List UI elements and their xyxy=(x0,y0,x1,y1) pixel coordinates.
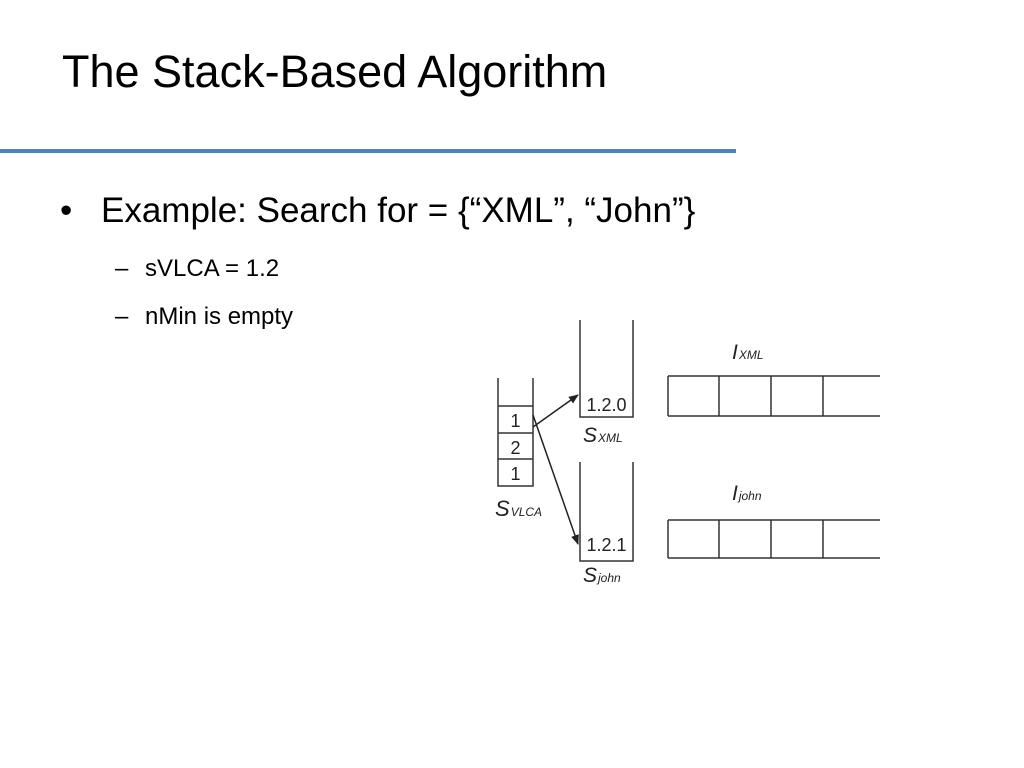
sub-bullet-marker: – xyxy=(115,255,129,282)
sjohn-label: Sjohn xyxy=(583,564,621,587)
ijohn-label: Ijohn xyxy=(732,482,762,505)
ijohn-label-main: I xyxy=(732,482,738,505)
ixml-list: IXML xyxy=(667,341,880,417)
sjohn-label-sub: john xyxy=(596,571,621,585)
svlca-stack: 1 2 1 SVLCA xyxy=(495,378,542,521)
sjohn-label-main: S xyxy=(583,564,597,587)
sub-bullet-text: sVLCA = 1.2 xyxy=(145,255,280,282)
ixml-label-main: I xyxy=(732,341,738,364)
svlca-cell-value: 1 xyxy=(510,411,520,431)
ixml-label-sub: XML xyxy=(738,348,764,362)
sub-bullet-nmin: –nMin is empty xyxy=(115,303,293,332)
sxml-label: SXML xyxy=(583,424,623,447)
sxml-stack-outline xyxy=(579,320,634,418)
bullet-text: Example: Search for = {“XML”, “John”} xyxy=(101,191,696,230)
slide-title: The Stack-Based Algorithm xyxy=(62,46,608,97)
title-underline xyxy=(0,149,736,153)
svlca-cell-value: 1 xyxy=(510,464,520,484)
svlca-label-sub: VLCA xyxy=(511,505,542,519)
svlca-stack-outline xyxy=(497,378,534,487)
bullet-item: • Example: Search for = {“XML”, “John”} xyxy=(60,190,695,232)
sxml-label-sub: XML xyxy=(597,431,623,445)
bullet-marker: • xyxy=(60,191,73,230)
svlca-cell-value: 2 xyxy=(510,438,520,458)
sxml-label-main: S xyxy=(583,424,597,447)
sub-bullet-svlca: –sVLCA = 1.2 xyxy=(115,255,279,284)
svlca-label-main: S xyxy=(495,496,510,521)
ijohn-list: Ijohn xyxy=(667,482,880,559)
svlca-label: SVLCA xyxy=(495,496,542,521)
arrow-to-sxml xyxy=(532,394,579,428)
sxml-stack: 1.2.0 SXML xyxy=(579,320,634,447)
sxml-stack-value: 1.2.0 xyxy=(586,395,626,415)
sub-bullet-marker: – xyxy=(115,303,129,330)
ijohn-label-sub: john xyxy=(737,489,762,503)
stack-diagram: 1 2 1 SVLCA 1.2.0 SXML 1.2.1 Sjohn IXML xyxy=(495,320,880,587)
ixml-label: IXML xyxy=(732,341,764,364)
sub-bullet-text: nMin is empty xyxy=(145,303,294,330)
sjohn-stack-outline xyxy=(579,462,634,562)
sjohn-stack-value: 1.2.1 xyxy=(586,535,626,555)
arrow-to-sjohn xyxy=(532,414,579,545)
sjohn-stack: 1.2.1 Sjohn xyxy=(579,462,634,587)
